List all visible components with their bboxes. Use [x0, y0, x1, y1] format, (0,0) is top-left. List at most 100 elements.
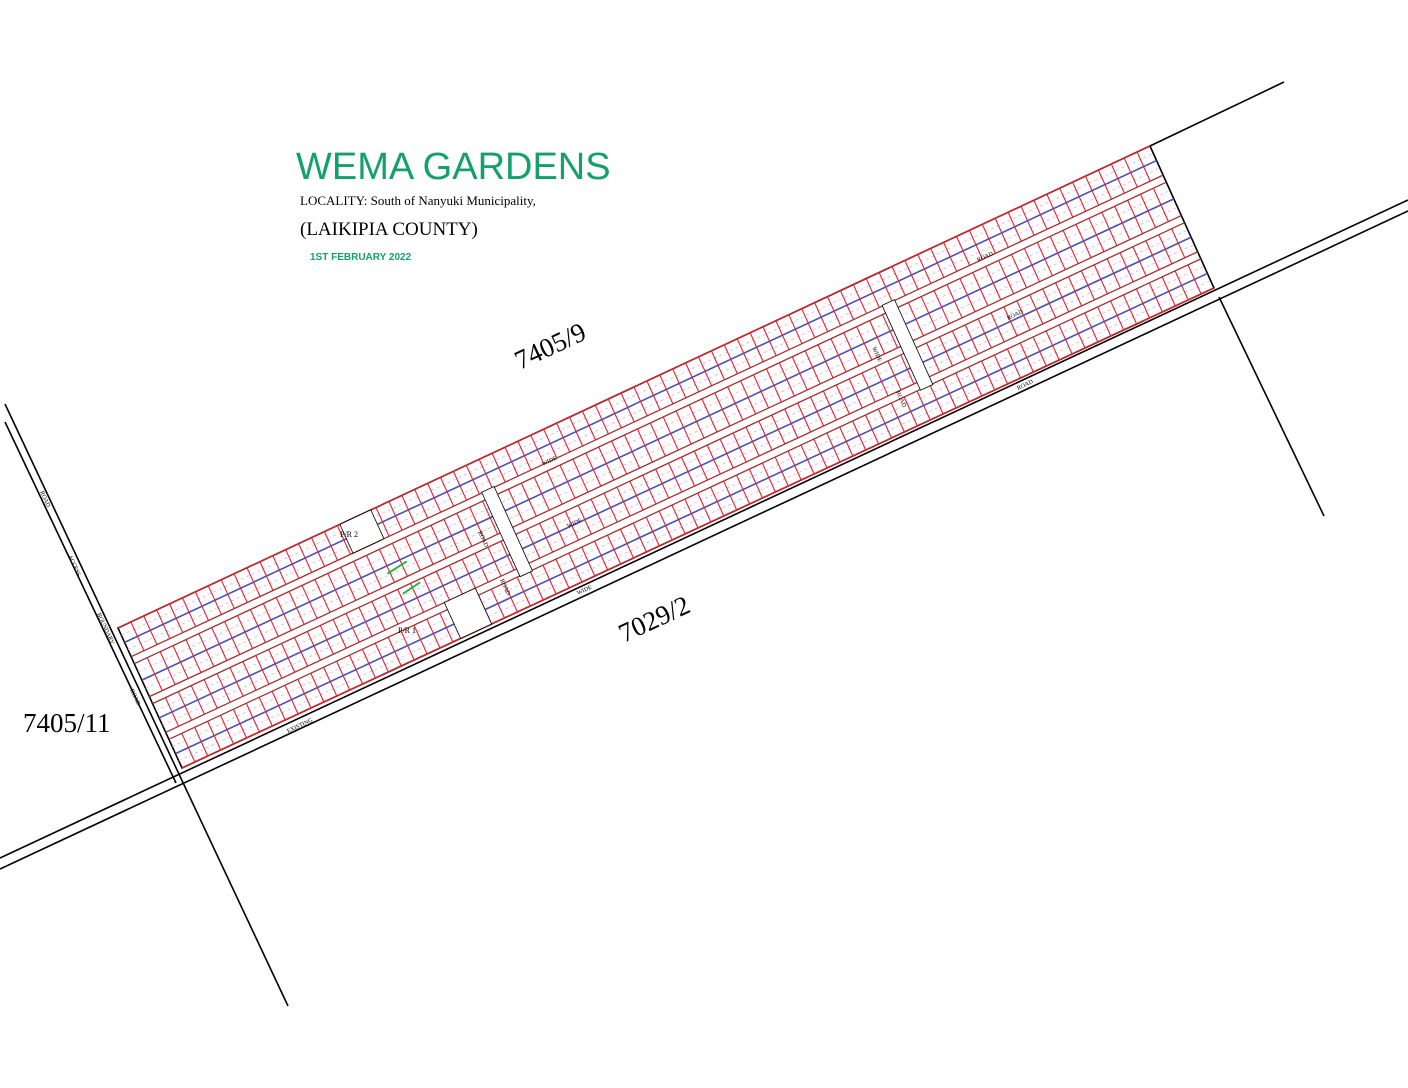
plot-divider: [801, 308, 816, 338]
plot-divider: [190, 685, 205, 715]
plot-divider: [877, 408, 893, 439]
plot-divider: [629, 480, 644, 511]
plot-divider: [990, 312, 1005, 343]
highlight-mark: [402, 581, 421, 595]
plot-divider: [323, 667, 338, 697]
plot-divider: [706, 444, 721, 475]
plot-divider: [1032, 336, 1047, 367]
plot-divider: [281, 643, 296, 673]
plot-divider: [400, 630, 415, 661]
plot-divider: [865, 278, 880, 308]
plot-divider: [771, 414, 786, 445]
plot-divider: [710, 486, 725, 517]
plot-divider: [826, 432, 841, 463]
plot-divider: [404, 537, 421, 571]
scheme-title: WEMA GARDENS: [296, 146, 611, 188]
plot-divider: [211, 627, 228, 661]
plot-divider: [397, 589, 412, 619]
plot-divider: [981, 224, 996, 254]
plot-divider: [964, 324, 979, 355]
pr1-label: P/R 1: [398, 626, 416, 635]
plot-divider: [753, 374, 770, 409]
plot-divider: [775, 320, 790, 350]
plot-divider: [788, 314, 803, 344]
plot-hatch-line: [171, 265, 1205, 747]
plot-divider: [804, 350, 821, 385]
plot-divider: [822, 390, 837, 421]
plot-divider: [146, 657, 163, 691]
plot-divider: [817, 344, 834, 379]
plot-divider: [624, 434, 641, 469]
county-text: (LAIKIPIA COUNTY): [300, 219, 478, 240]
west-road-edge-inner: [4, 421, 177, 784]
plot-divider: [426, 618, 441, 649]
plot-divider: [835, 384, 850, 415]
map-labels: WEMA GARDENS LOCALITY: South of Nanyuki …: [23, 146, 1035, 738]
plot-divider: [207, 721, 222, 751]
plot-divider: [839, 426, 854, 457]
plot-divider: [539, 523, 554, 553]
plot-divider: [852, 284, 867, 314]
subdivision-scheme: [116, 144, 1216, 770]
public-reserve-1: P/R 1: [398, 626, 416, 635]
plot-divider: [1045, 330, 1060, 361]
highlight-mark: [386, 560, 408, 575]
plot-divider: [1029, 294, 1044, 325]
plot-divider: [1088, 218, 1105, 252]
plot-divider: [903, 396, 918, 427]
plot-divider: [1023, 248, 1040, 282]
plot-divider: [1127, 200, 1144, 234]
plot-divider: [272, 555, 287, 585]
internal-road-edge: [131, 174, 1164, 657]
plot-divider: [955, 372, 970, 403]
plot-divider: [900, 354, 915, 385]
plot-divider: [555, 558, 570, 589]
plot-divider: [1123, 157, 1138, 188]
plot-divider: [1006, 348, 1022, 379]
plot-divider: [229, 667, 244, 697]
plot-divider: [1059, 187, 1074, 218]
plot-divider: [414, 489, 429, 519]
plot-divider: [1161, 276, 1176, 307]
public-reserve-2: P/R 2: [340, 530, 358, 539]
plot-divider: [207, 585, 222, 615]
plot-divider: [504, 447, 519, 477]
internal-road-edge: [149, 215, 1182, 697]
plot-divider: [668, 462, 683, 493]
plot-divider: [1071, 318, 1086, 349]
plot-divider: [581, 410, 597, 441]
plot-divider: [181, 597, 197, 627]
plot-divider: [259, 561, 274, 591]
plot-divider: [181, 733, 196, 763]
plot-divider: [1007, 212, 1022, 242]
plot-divider: [642, 474, 657, 505]
plot-divider: [262, 603, 279, 637]
plot-divider: [194, 727, 209, 757]
plot-divider: [245, 703, 260, 733]
plot-divider: [301, 585, 318, 619]
plot-divider: [530, 434, 545, 465]
plot-divider: [732, 432, 747, 463]
plot-divider: [620, 392, 635, 423]
plot-divider: [1067, 276, 1083, 307]
plot-divider: [439, 612, 454, 643]
plot-divider: [594, 540, 609, 571]
plot-divider: [474, 553, 489, 583]
plot-divider: [288, 591, 305, 625]
road-label-cross-3: WIDE: [870, 346, 882, 363]
plot-divider: [284, 685, 299, 715]
plot-divider: [577, 504, 592, 535]
plot-divider: [736, 338, 751, 368]
plot-divider: [533, 476, 550, 511]
plot-divider: [348, 655, 364, 685]
plot-divider: [551, 517, 567, 547]
plot-divider: [861, 372, 876, 403]
plot-divider: [616, 486, 631, 517]
east-boundary-line: [1218, 296, 1325, 517]
parcel-north-label: 7405/9: [510, 317, 591, 376]
plot-divider: [800, 444, 815, 475]
plot-divider: [890, 402, 905, 433]
plot-divider: [938, 336, 954, 367]
plot-divider: [672, 368, 687, 399]
plot-divider: [887, 360, 902, 391]
